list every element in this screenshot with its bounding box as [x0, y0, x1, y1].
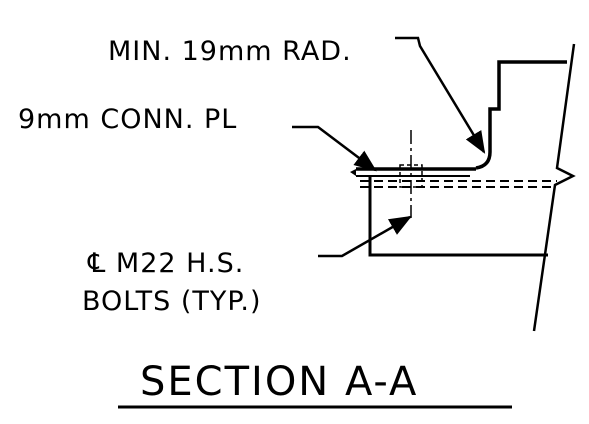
bolt-leader	[318, 215, 412, 258]
column-profile	[532, 43, 576, 332]
plate-note: 9mm CONN. PL	[18, 104, 237, 135]
fillet-radius	[475, 151, 492, 170]
plate-leader	[292, 125, 377, 172]
radius-leader	[395, 36, 486, 154]
bolt-note-line1: ℄ M22 H.S.	[87, 248, 244, 279]
beam-outline	[368, 176, 548, 257]
section-title: SECTION A-A	[140, 359, 418, 405]
radius-note: MIN. 19mm RAD.	[108, 36, 352, 67]
bolt-note-line2: BOLTS (TYP.)	[82, 286, 262, 317]
connection-plate-end	[350, 169, 356, 176]
stiffener-step	[488, 60, 567, 152]
